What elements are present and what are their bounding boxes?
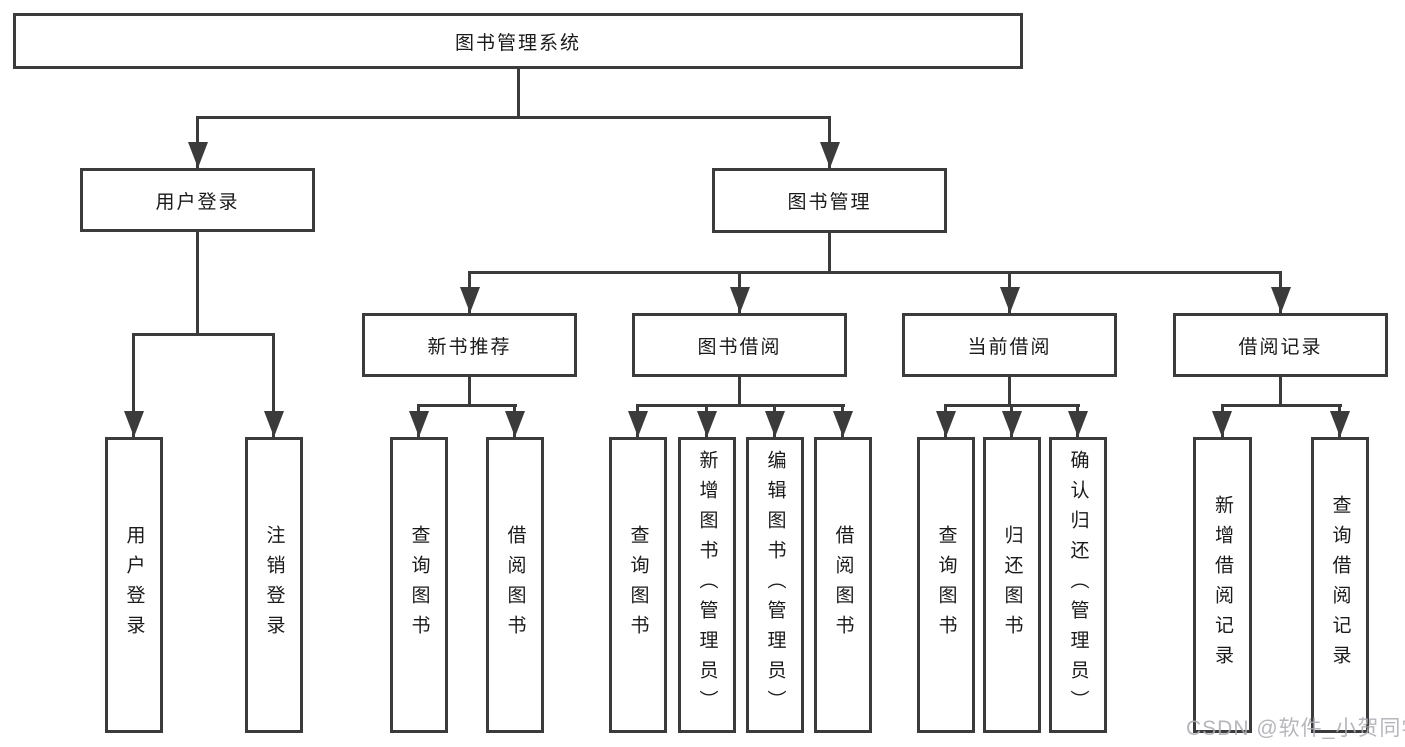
arrowhead-add-borrow-record-icon xyxy=(1212,411,1232,437)
connector-book-management-stem xyxy=(828,233,831,274)
connector-user-login-split xyxy=(132,333,275,336)
arrowhead-borrow-books-recommend-icon xyxy=(505,411,525,437)
leaf-query-borrow-record: 查询借阅记录 xyxy=(1311,437,1369,733)
arrowhead-user-login-icon xyxy=(188,142,208,168)
arrowhead-return-books-icon xyxy=(1002,411,1022,437)
watermark: CSDN @软件_小贺同学 xyxy=(1186,717,1405,740)
arrowhead-book-management-icon xyxy=(820,142,840,168)
arrowhead-book-borrowing-icon xyxy=(730,287,750,313)
connector-drop-leaf-user-login xyxy=(132,333,135,437)
connector-borrowing-stem xyxy=(738,377,741,407)
node-new-book-recommend: 新书推荐 xyxy=(362,313,577,377)
arrowhead-new-book-recommend-icon xyxy=(460,287,480,313)
arrowhead-query-books-current-icon xyxy=(936,411,956,437)
connector-root-stem xyxy=(517,68,520,119)
node-book-management-module: 图书管理 xyxy=(712,168,947,233)
leaf-query-books-current: 查询图书 xyxy=(917,437,975,733)
arrowhead-query-books-borrow-icon xyxy=(628,411,648,437)
connector-records-stem xyxy=(1279,377,1282,407)
leaf-add-book-admin: 新增图书（管理员） xyxy=(678,437,736,733)
arrowhead-borrow-books-icon xyxy=(833,411,853,437)
leaf-edit-book-admin: 编辑图书（管理员） xyxy=(746,437,804,733)
connector-records-split xyxy=(1221,404,1342,407)
arrowhead-confirm-return-icon xyxy=(1068,411,1088,437)
leaf-query-books-borrow: 查询图书 xyxy=(609,437,667,733)
leaf-query-books-recommend: 查询图书 xyxy=(390,437,448,733)
node-root-system: 图书管理系统 xyxy=(13,13,1023,69)
connector-drop-leaf-logout xyxy=(272,333,275,437)
leaf-logout: 注销登录 xyxy=(245,437,303,733)
connector-current-stem xyxy=(1008,377,1011,407)
node-user-login-module: 用户登录 xyxy=(80,168,315,232)
leaf-borrow-books: 借阅图书 xyxy=(814,437,872,733)
connector-user-login-stem xyxy=(196,232,199,336)
arrowhead-query-books-recommend-icon xyxy=(409,411,429,437)
node-current-borrowing: 当前借阅 xyxy=(902,313,1117,377)
node-borrowing-records: 借阅记录 xyxy=(1173,313,1388,377)
arrowhead-leaf-user-login-icon xyxy=(124,411,144,437)
node-book-borrowing: 图书借阅 xyxy=(632,313,847,377)
arrowhead-borrowing-records-icon xyxy=(1271,287,1291,313)
connector-book-management-split xyxy=(468,271,1282,274)
leaf-confirm-return-admin: 确认归还（管理员） xyxy=(1049,437,1107,733)
leaf-return-books: 归还图书 xyxy=(983,437,1041,733)
leaf-user-login: 用户登录 xyxy=(105,437,163,733)
connector-recommend-split xyxy=(417,404,517,407)
arrowhead-edit-book-icon xyxy=(765,411,785,437)
connector-root-split xyxy=(196,116,831,119)
arrowhead-query-borrow-record-icon xyxy=(1330,411,1350,437)
connector-recommend-stem xyxy=(468,377,471,407)
arrowhead-add-book-icon xyxy=(697,411,717,437)
leaf-add-borrow-record: 新增借阅记录 xyxy=(1193,437,1252,733)
leaf-borrow-books-recommend: 借阅图书 xyxy=(486,437,544,733)
arrowhead-current-borrowing-icon xyxy=(1000,287,1020,313)
connector-borrowing-split xyxy=(636,404,845,407)
arrowhead-leaf-logout-icon xyxy=(264,411,284,437)
